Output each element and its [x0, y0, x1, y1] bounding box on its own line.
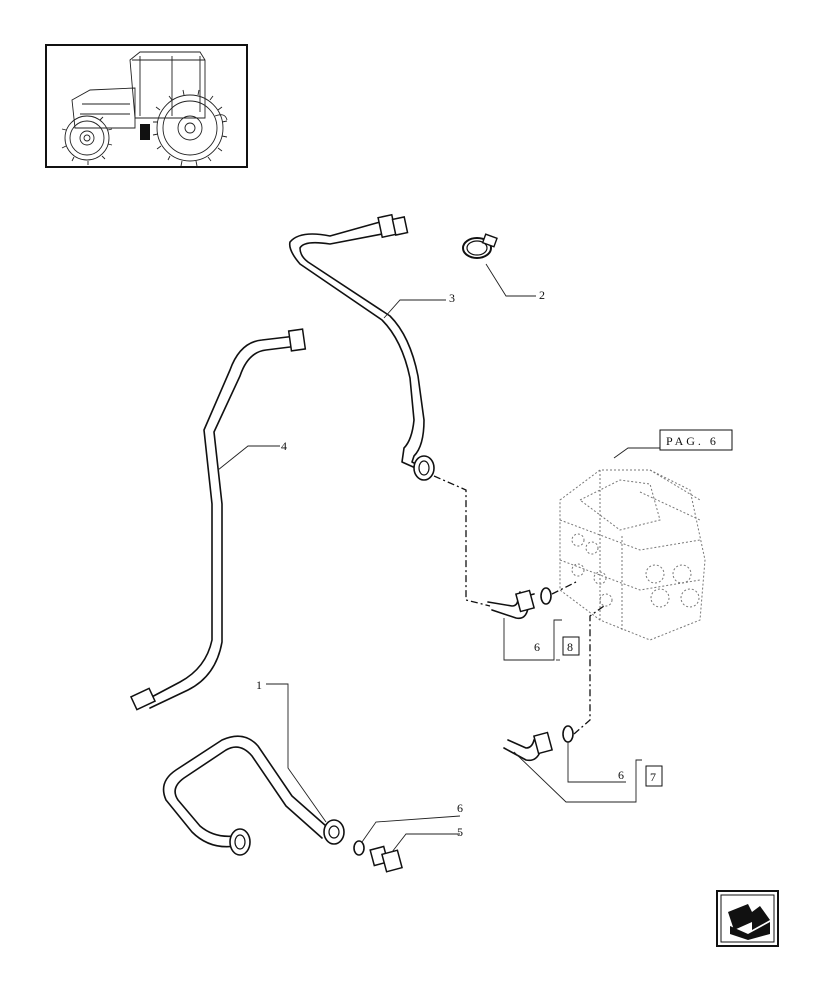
callout-7-boxed: 7 [650, 770, 656, 784]
tube-part-4 [129, 328, 307, 711]
elbow-fitting-lower [503, 725, 574, 762]
callout-6-upper: 6 [534, 640, 540, 654]
leader-lines [217, 263, 642, 853]
tube-part-3 [288, 213, 435, 481]
page-reference: PAG. 6 [666, 434, 719, 448]
callout-2: 2 [539, 288, 545, 302]
callout-4: 4 [281, 439, 287, 453]
callout-3: 3 [449, 291, 455, 305]
callout-5: 5 [457, 825, 463, 839]
connection-line-upper [433, 475, 491, 607]
return-arrow-icon[interactable] [716, 890, 779, 947]
control-valve-block [559, 447, 706, 641]
callout-1: 1 [256, 678, 262, 692]
tube-part-1 [162, 735, 345, 856]
oring-and-adapter [353, 840, 403, 873]
elbow-fitting-upper [487, 587, 552, 620]
tractor-thumbnail [45, 44, 248, 168]
callout-8-boxed: 8 [567, 640, 573, 654]
callout-6-lower: 6 [618, 768, 624, 782]
clamp-part-2 [462, 233, 498, 259]
connection-line-lower [573, 605, 605, 735]
callout-6-bottom: 6 [457, 801, 463, 815]
connection-line-mid [551, 581, 577, 595]
